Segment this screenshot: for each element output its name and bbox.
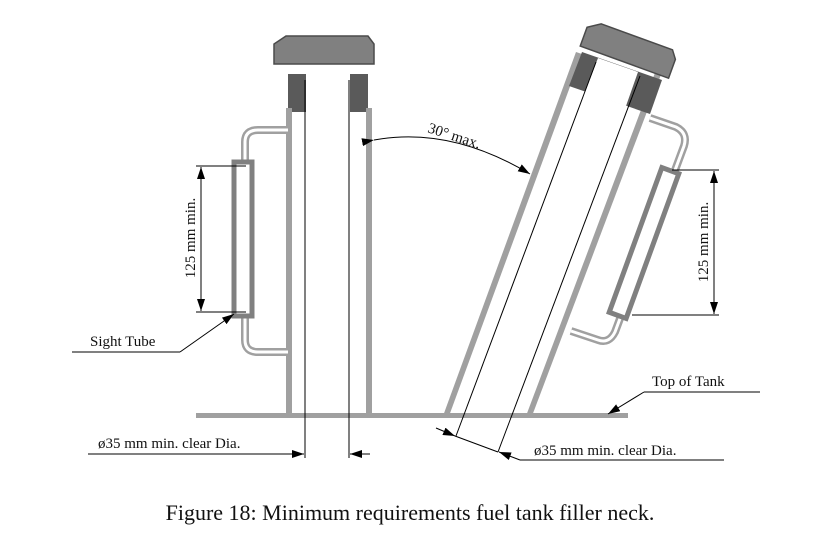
vertical-filler-neck [231,35,375,458]
inclined-filler-neck [443,23,689,453]
right-clear-dia-line [497,75,641,453]
right-diameter-label: ø35 mm min. clear Dia. [534,443,676,459]
tank-top-line [196,413,628,418]
left-neck-wall-right [366,108,372,414]
right-height-label: 125 mm min. [696,202,712,282]
right-neck-wall-right [526,70,662,416]
right-filler-cap [579,23,677,80]
left-sight-tube [231,159,255,319]
left-filler-cap [273,35,375,65]
figure-caption: Figure 18: Minimum requirements fuel tan… [166,500,655,525]
angle-arc [361,136,531,175]
right-sight-tube [606,164,682,322]
sight-tube-label: Sight Tube [90,334,156,350]
right-clear-dia-line [455,61,597,437]
left-neck-wall-left [286,108,292,414]
left-height-label: 125 mm min. [183,198,199,278]
angle-label: 30° max. [426,121,483,153]
top-of-tank-label: Top of Tank [652,374,725,390]
right-neck-wall-left [443,52,582,416]
right-diameter-line [435,427,456,437]
left-diameter-label: ø35 mm min. clear Dia. [98,436,240,452]
